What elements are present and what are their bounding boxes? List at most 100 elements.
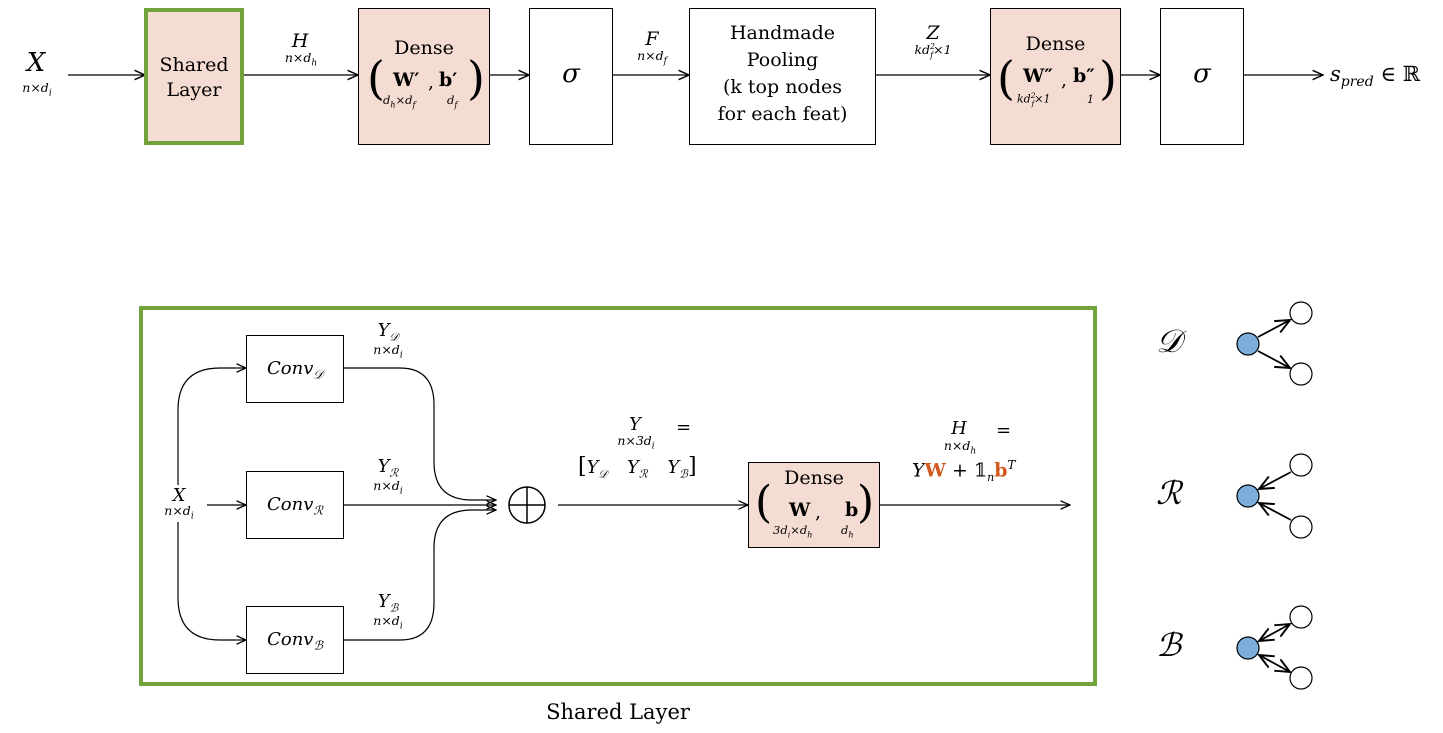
y-b-sub: ℬ (389, 601, 399, 615)
dense-2-b-dim: 1 (1087, 93, 1094, 106)
concat-bracket-right: ] (687, 454, 697, 479)
shared-h-label: H (951, 418, 967, 439)
dense-1-w-dim-mid: ×d (395, 93, 413, 107)
legend-d-bottom-node (1289, 362, 1313, 386)
y-d-dim-sub: i (399, 350, 403, 361)
conv-d-label: Conv𝒟 (247, 358, 343, 383)
y-b-text: Y (377, 591, 390, 612)
y-d-dim: n×di (360, 342, 416, 361)
legend-r-top-node (1289, 453, 1313, 477)
shared-layer-detail-frame (139, 306, 1097, 686)
sigma-2-block[interactable]: σ (1160, 8, 1244, 145)
shared-dense-paren-left: ( (755, 477, 773, 528)
y-d-dim-main: n×d (373, 342, 400, 357)
y-concat-dim-main: n×3d (617, 433, 652, 448)
legend-b-bottom-node (1289, 666, 1313, 690)
legend-r-edge-top (1259, 471, 1292, 489)
concat-part-d-sub: 𝒟 (598, 467, 608, 481)
legend-r-bottom-node (1289, 515, 1313, 539)
shared-x-dim: n×di (152, 503, 206, 522)
dense-1-w: W′ (393, 69, 420, 91)
y-concat-dim-sub: i (651, 441, 655, 452)
shared-dense-w-dim-a: 3d (773, 523, 788, 537)
shared-layer-block[interactable]: Shared Layer (144, 8, 244, 145)
input-x-dim: n×di (10, 80, 64, 99)
dense-2-w-dim-main: kd (1017, 92, 1031, 106)
concat-part-r: Y (627, 457, 639, 478)
legend-b-edge-bottom (1259, 655, 1290, 672)
sigma-1-symbol: σ (562, 59, 580, 89)
shared-layer-caption: Shared Layer (546, 700, 690, 724)
pooling-line-2: Pooling (746, 49, 819, 71)
y-concat-equals: = (676, 417, 692, 438)
concat-part-d: Y (586, 457, 599, 478)
legend-b-center-node (1236, 636, 1260, 660)
shared-dense-comma: , (815, 501, 822, 523)
shared-h-dim-main: n×d (943, 438, 971, 453)
dense-1-block[interactable]: Dense ( W′ , b′ dh×df df ) (358, 8, 490, 145)
dense-2-b: b″ (1073, 65, 1095, 87)
dense-2-comma: , (1061, 69, 1068, 91)
h-dim: n×dh (272, 50, 330, 69)
formula-one: 𝟙 (973, 459, 988, 482)
conv-r-block[interactable]: Convℛ (246, 471, 344, 539)
z-dim: kd2f×1 (898, 42, 968, 60)
y-r-text: Y (377, 456, 390, 477)
shared-dense-block[interactable]: Dense ( W , b 3di×dh dh ) (748, 462, 880, 548)
sigma-1-block[interactable]: σ (529, 8, 613, 145)
y-concat-parts: [Y𝒟 Yℛ Yℬ] (578, 454, 697, 482)
legend-d-edge-top (1257, 320, 1290, 338)
dense-2-paren-left: ( (997, 51, 1015, 105)
arrow-conv-b-to-oplus (344, 510, 496, 641)
formula-one-sub: n (987, 471, 995, 485)
sigma-2-symbol: σ (1193, 59, 1211, 89)
z-dim-main: kd (914, 42, 931, 58)
y-d-sub: 𝒟 (389, 330, 399, 344)
dense-1-b: b′ (439, 69, 458, 91)
dense-1-paren-left: ( (367, 51, 385, 105)
y-r-dim: n×di (360, 478, 416, 497)
shared-layer-block-line2: Layer (166, 79, 222, 101)
y-d-label: Y𝒟 (366, 320, 410, 345)
dense-2-w-dim-sup: 2 (1030, 91, 1036, 100)
y-concat-dim: n×3di (604, 433, 668, 452)
y-b-dim-main: n×d (373, 613, 400, 628)
y-r-label: Yℛ (366, 456, 410, 480)
shared-h-dim: n×dh (932, 438, 988, 457)
dense-2-paren-right: ) (1099, 51, 1117, 105)
conv-b-text: Conv (267, 629, 314, 650)
conv-b-label: Convℬ (247, 629, 343, 653)
dense-1-w-dim-sub1: h (390, 100, 396, 110)
conv-d-block[interactable]: Conv𝒟 (246, 335, 344, 403)
shared-x-dim-main: n×d (164, 503, 191, 518)
legend-b-edge-top (1259, 624, 1290, 641)
dense-2-w-dim-tail: ×1 (1034, 92, 1051, 106)
h-label: H (291, 30, 309, 52)
legend-r-center-node (1236, 484, 1260, 508)
y-d-text: Y (377, 320, 390, 341)
conv-b-block[interactable]: Convℬ (246, 606, 344, 674)
arrow-conv-d-to-oplus (344, 367, 496, 500)
dense-1-paren-right: ) (467, 51, 485, 105)
output-tail: ∈ ℝ (1380, 62, 1421, 86)
conv-r-text: Conv (267, 494, 314, 515)
legend-d-top-node (1289, 301, 1313, 325)
f-dim-main: n×d (637, 48, 664, 63)
dense-2-title: Dense (1025, 33, 1086, 55)
arrow-x-to-conv-b (177, 522, 246, 640)
shared-h-dim-sub: h (970, 446, 977, 457)
shared-h-formula: YW + 𝟙nbT (912, 458, 1016, 484)
pooling-block[interactable]: Handmade Pooling (k top nodes for each f… (689, 8, 876, 145)
dense-1-b-dim-sub: f (454, 100, 458, 110)
shared-dense-w: W (789, 499, 811, 521)
dense-2-block[interactable]: Dense ( W″ , b″ kd2f×1 1 ) (990, 8, 1121, 145)
legend-b-symbol: ℬ (1156, 626, 1182, 664)
z-dim-sup: 2 (930, 42, 936, 51)
input-x-dim-sub: i (48, 88, 52, 99)
dense-1-comma: , (428, 71, 435, 93)
formula-w: W (924, 459, 946, 482)
z-label: Z (926, 22, 940, 44)
shared-dense-w-dim-mid: ×d (790, 523, 808, 537)
